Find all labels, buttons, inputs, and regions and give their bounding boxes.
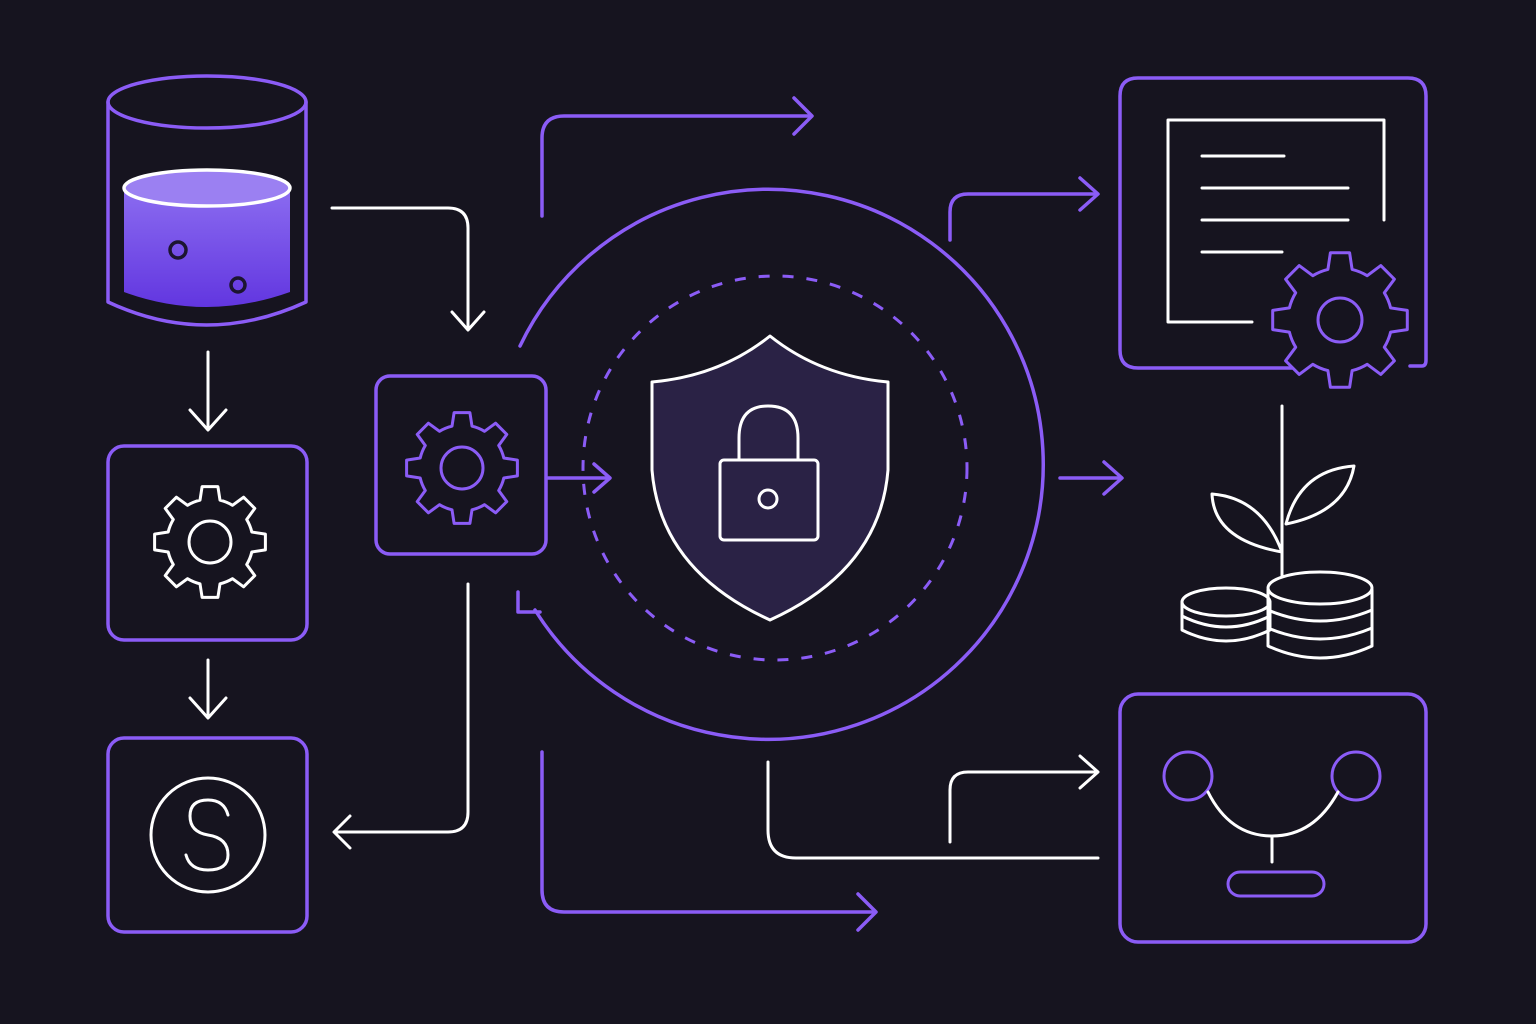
arrow-db-to-gear (188, 350, 228, 432)
arrow-to-growth (1058, 460, 1124, 496)
arrow-gear-to-currency-box (332, 582, 470, 850)
arrow-to-document (948, 176, 1100, 242)
arrow-bottom-out (540, 750, 878, 932)
process-gear-box (106, 444, 309, 642)
database-icon (106, 74, 308, 327)
network-box (1118, 692, 1428, 944)
arrow-gear-to-currency (188, 658, 228, 720)
arrow-gear-to-shield (546, 462, 612, 494)
document-settings-box (1118, 76, 1428, 389)
dollar-coin-icon (149, 776, 267, 894)
connector-to-network (766, 754, 1100, 860)
gear-icon (1271, 251, 1409, 389)
currency-box (106, 736, 309, 934)
shield-lock-icon (650, 334, 890, 622)
gear-icon (405, 411, 519, 525)
arrow-top-out (540, 96, 814, 218)
network-node-icon (1162, 750, 1382, 898)
central-gear-box (374, 374, 548, 556)
protection-circle (516, 187, 1045, 742)
plant-coins-icon (1180, 404, 1374, 660)
document-icon (1166, 118, 1386, 324)
arrow-db-to-central-gear (330, 206, 486, 332)
gear-icon (153, 485, 267, 599)
